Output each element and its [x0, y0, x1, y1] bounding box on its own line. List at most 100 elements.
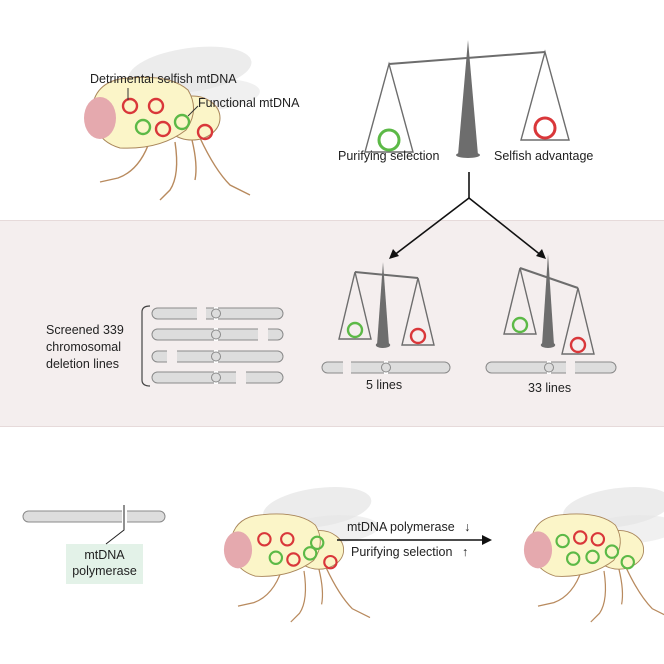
fly-eye: [84, 97, 116, 139]
deletion-gap: [197, 306, 206, 321]
functional-mtdna-icon: [565, 551, 581, 566]
functional-mtdna-icon: [585, 549, 600, 565]
chromosome-1: [151, 306, 284, 321]
scale-base: [540, 342, 556, 348]
chromosome-right-result: [485, 360, 617, 375]
top-scale: [364, 40, 570, 158]
selfish-mtdna-icon: [533, 116, 557, 140]
left-pan: [338, 271, 372, 340]
selfish-mtdna-icon: [154, 120, 172, 138]
functional-mtdna-icon: [377, 128, 401, 152]
functional-mtdna-icon: [302, 546, 318, 561]
screen-bracket: [141, 305, 151, 387]
gene-label: mtDNA polymerase: [72, 548, 137, 578]
functional-mtdna-icon: [620, 554, 635, 570]
arrowhead-icon: [389, 249, 399, 259]
screening-band: [0, 220, 664, 427]
fly-eye: [523, 531, 553, 569]
fly-leg: [159, 141, 178, 201]
fly-body: [230, 513, 321, 577]
branch-line-left: [392, 197, 470, 257]
branch-line-right: [468, 197, 543, 257]
chromosome-gene: [22, 509, 166, 524]
chromosome-4: [151, 370, 284, 385]
fly-leg: [199, 137, 251, 196]
centromere: [211, 329, 221, 340]
selfish-mtdna-icon: [286, 552, 301, 567]
leader-line: [187, 105, 199, 117]
scale-beam: [354, 271, 419, 279]
centromere: [211, 308, 221, 319]
arrow-label-top-text: mtDNA polymerase: [347, 520, 455, 534]
left-pan: [503, 267, 537, 335]
fly-before: [223, 486, 379, 623]
chromosome-3: [151, 349, 284, 364]
functional-mtdna-icon: [134, 118, 152, 136]
up-arrow-icon: ↑: [461, 545, 469, 559]
selfish-mtdna-icon: [121, 97, 139, 115]
down-arrow-icon: ↓: [464, 520, 471, 534]
gene-label-box: [66, 544, 143, 584]
centromere: [211, 372, 221, 383]
functional-mtdna-icon: [268, 550, 284, 565]
fly-eye: [223, 531, 253, 569]
scale-pillar: [542, 254, 554, 345]
selfish-mtdna-icon: [409, 327, 427, 345]
deletion-gap: [566, 360, 575, 375]
functional-mtdna-label: Functional mtDNA: [198, 96, 300, 110]
chromosome-left-result: [321, 360, 451, 375]
selfish-mtdna-icon: [569, 336, 587, 354]
deletion-gap: [167, 349, 177, 364]
selfish-mtdna-label: Detrimental selfish mtDNA: [90, 72, 237, 86]
right-pan: [401, 277, 435, 346]
scale-pillar: [458, 40, 478, 155]
deletion-gap: [236, 370, 246, 385]
functional-mtdna-icon: [511, 316, 529, 334]
left-scale: [338, 262, 435, 348]
fly-after: [523, 486, 664, 623]
selfish-mtdna-icon: [323, 554, 338, 570]
purifying-selection-label: Purifying selection: [338, 149, 440, 163]
selfish-mtdna-icon: [573, 530, 588, 545]
scale-base: [456, 152, 480, 158]
arrowhead-icon: [536, 249, 546, 259]
functional-mtdna-icon: [173, 113, 191, 131]
selfish-mtdna-icon: [590, 532, 606, 547]
right-pan: [520, 49, 570, 141]
fly-leg: [625, 567, 664, 616]
fly-top: [84, 46, 260, 201]
fly-leg: [318, 569, 324, 605]
functional-mtdna-icon: [346, 321, 364, 339]
right-scale: [503, 254, 595, 355]
fly-leg: [191, 139, 197, 181]
functional-mtdna-icon: [555, 533, 570, 549]
deletion-gap: [343, 360, 351, 375]
selfish-mtdna-icon: [196, 123, 214, 141]
arrow-label-bottom-text: Purifying selection: [351, 545, 453, 559]
left-pan: [364, 61, 414, 153]
selfish-advantage-label: Selfish advantage: [494, 149, 594, 163]
gene-pointer-line: [105, 505, 125, 545]
scale-pillar: [377, 262, 389, 345]
centromere: [211, 351, 221, 362]
scale-base: [375, 342, 391, 348]
chromosome-2: [151, 327, 284, 342]
right-pan: [561, 287, 595, 355]
right-result-label: 33 lines: [528, 381, 572, 395]
arrow-label-bottom: Purifying selection ↑: [351, 545, 468, 559]
functional-mtdna-icon: [604, 544, 620, 559]
fly-leg: [590, 570, 607, 623]
selfish-mtdna-icon: [257, 532, 272, 547]
fly-leg: [618, 569, 624, 605]
chromosome-body: [22, 510, 166, 523]
selfish-mtdna-icon: [280, 532, 295, 547]
left-result-label: 5 lines: [366, 378, 403, 392]
screen-label: Screened 339 chromosomal deletion lines: [46, 323, 124, 371]
centromere: [381, 362, 391, 373]
arrow-label-top: mtDNA polymerase ↓: [347, 520, 470, 534]
fly-leg: [290, 570, 307, 623]
functional-mtdna-icon: [309, 535, 325, 551]
selfish-mtdna-icon: [147, 97, 165, 115]
